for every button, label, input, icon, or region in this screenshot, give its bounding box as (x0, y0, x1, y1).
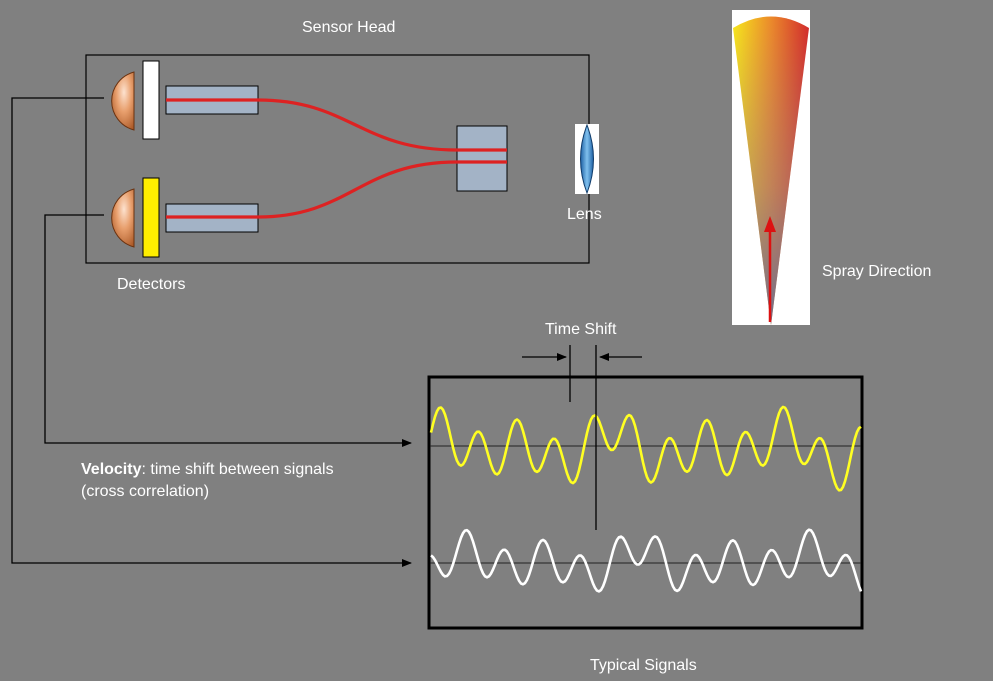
velocity-description: : time shift between signals (141, 461, 334, 478)
white-signal (430, 528, 863, 593)
typical-signals-label: Typical Signals (590, 657, 697, 674)
signal-display (427, 375, 864, 630)
time-shift-label: Time Shift (545, 321, 617, 338)
lens-icon (580, 123, 594, 195)
photodetector-dome-icon (111, 188, 135, 248)
photodetector-dome-icon (111, 71, 135, 131)
spray-cone-shade (733, 16, 809, 325)
velocity-term: Velocity (81, 461, 142, 478)
top-filter (142, 60, 160, 140)
sensor-head-label: Sensor Head (302, 19, 396, 36)
top-fiber (166, 98, 507, 152)
velocity-caption: Velocity: time shift between signals (81, 460, 334, 479)
detectors-label: Detectors (117, 276, 186, 293)
spray-direction-label: Spray Direction (822, 263, 932, 280)
cross-correlation-label: (cross correlation) (81, 483, 210, 500)
spray-arrow-head (764, 216, 776, 232)
lens-label: Lens (567, 206, 602, 223)
fiber-coupler-block (456, 125, 508, 192)
sensor-head-box (85, 54, 590, 264)
bottom-filter (142, 177, 160, 258)
bottom-fiber (166, 160, 507, 219)
yellow-signal (429, 405, 862, 492)
bottom-detector-wire (44, 214, 412, 447)
top-detector-wire (11, 97, 412, 567)
